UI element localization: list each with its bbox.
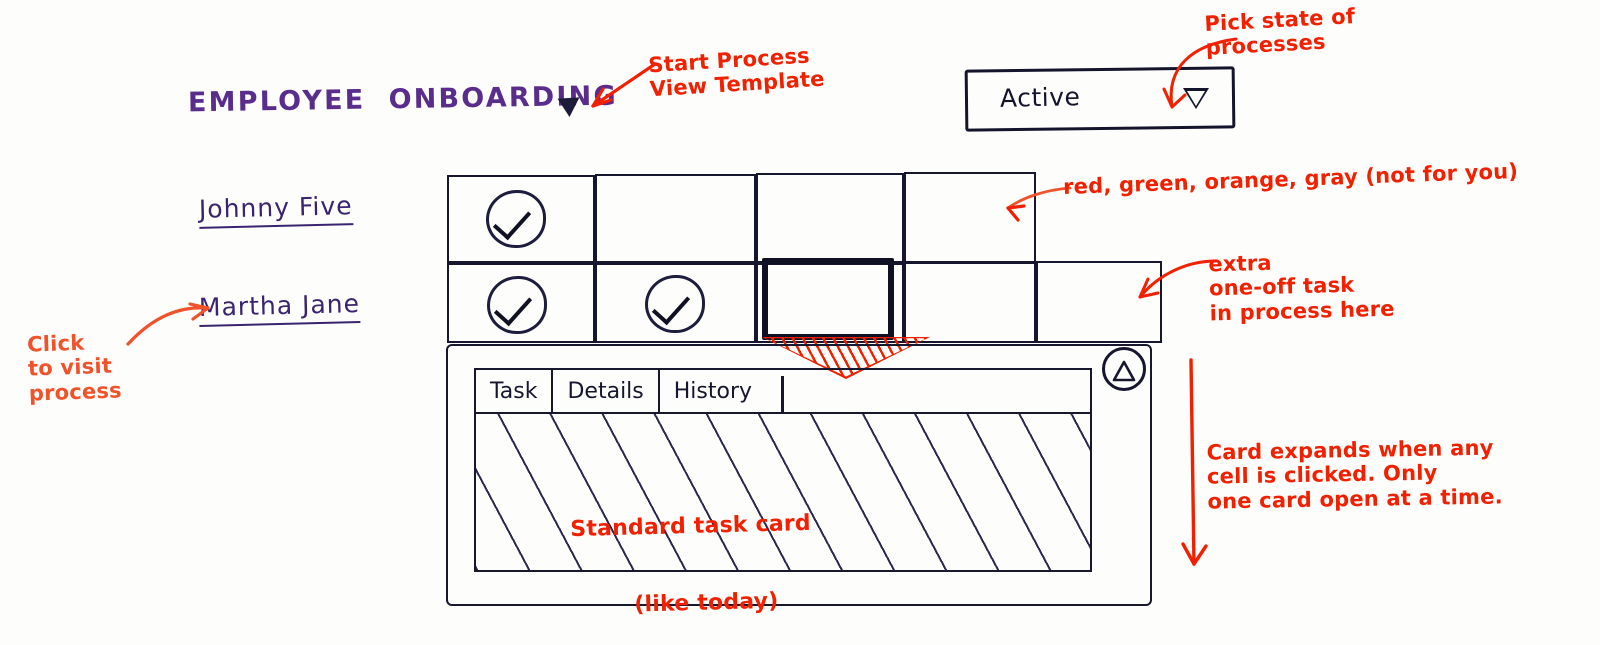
task-cell[interactable]	[756, 263, 904, 343]
tab-task-label: Task	[490, 378, 538, 404]
annotation-pick-state: Pick state of processes	[1203, 4, 1356, 61]
check-circle-icon	[645, 275, 705, 333]
task-cell[interactable]	[447, 175, 595, 263]
annotation-status-colors: red, green, orange, gray (not for you)	[1063, 159, 1519, 199]
task-cell[interactable]	[904, 172, 1036, 263]
task-cell[interactable]	[595, 263, 756, 343]
task-cell[interactable]	[904, 262, 1036, 343]
up-triangle-glyph	[1112, 360, 1136, 382]
tab-history[interactable]: History	[660, 370, 766, 412]
card-body-hatched	[476, 414, 1090, 570]
state-filter-value: Active	[999, 82, 1081, 113]
hollow-down-triangle-icon[interactable]	[1183, 88, 1209, 109]
task-cell[interactable]	[447, 263, 595, 343]
task-cell-selected[interactable]	[762, 258, 894, 340]
annotation-card-expands: Card expands when any cell is clicked. O…	[1206, 435, 1503, 514]
page-title: EMPLOYEE ONBOARDING	[187, 80, 619, 119]
tab-divider-mark	[781, 376, 784, 412]
annotation-start-process: Start Process View Template	[647, 43, 826, 102]
annotation-standard-task-card-line1: Standard task card	[570, 510, 812, 543]
circled-up-triangle-icon[interactable]	[1102, 347, 1146, 391]
annotation-standard-task-card: Standard task card (like today)	[569, 460, 814, 645]
tab-history-label: History	[673, 378, 753, 404]
task-cell-one-off[interactable]	[1036, 261, 1162, 343]
expanded-card-shell	[446, 344, 1152, 606]
task-cell[interactable]	[595, 174, 756, 263]
annotation-standard-task-card-line2: (like today)	[634, 588, 779, 618]
solid-down-triangle-icon[interactable]	[557, 97, 581, 118]
card-tabstrip: Task Details History	[476, 370, 1090, 414]
process-link-martha-jane[interactable]: Martha Jane	[198, 289, 361, 327]
tab-details[interactable]: Details	[553, 370, 660, 412]
task-cell[interactable]	[756, 173, 904, 263]
annotation-status-colors-text: red, green, orange, gray (not for you)	[1062, 159, 1519, 199]
expanded-card: Task Details History	[474, 368, 1092, 572]
process-link-johnny-five[interactable]: Johnny Five	[198, 191, 354, 229]
tab-details-label: Details	[567, 378, 644, 404]
annotation-click-to-visit: Click to visit process	[26, 330, 123, 406]
tab-task[interactable]: Task	[476, 370, 554, 412]
annotation-extra-one-off-task: extra one-off task in process here	[1208, 250, 1395, 326]
check-circle-icon	[487, 276, 547, 334]
check-circle-icon	[486, 190, 546, 248]
